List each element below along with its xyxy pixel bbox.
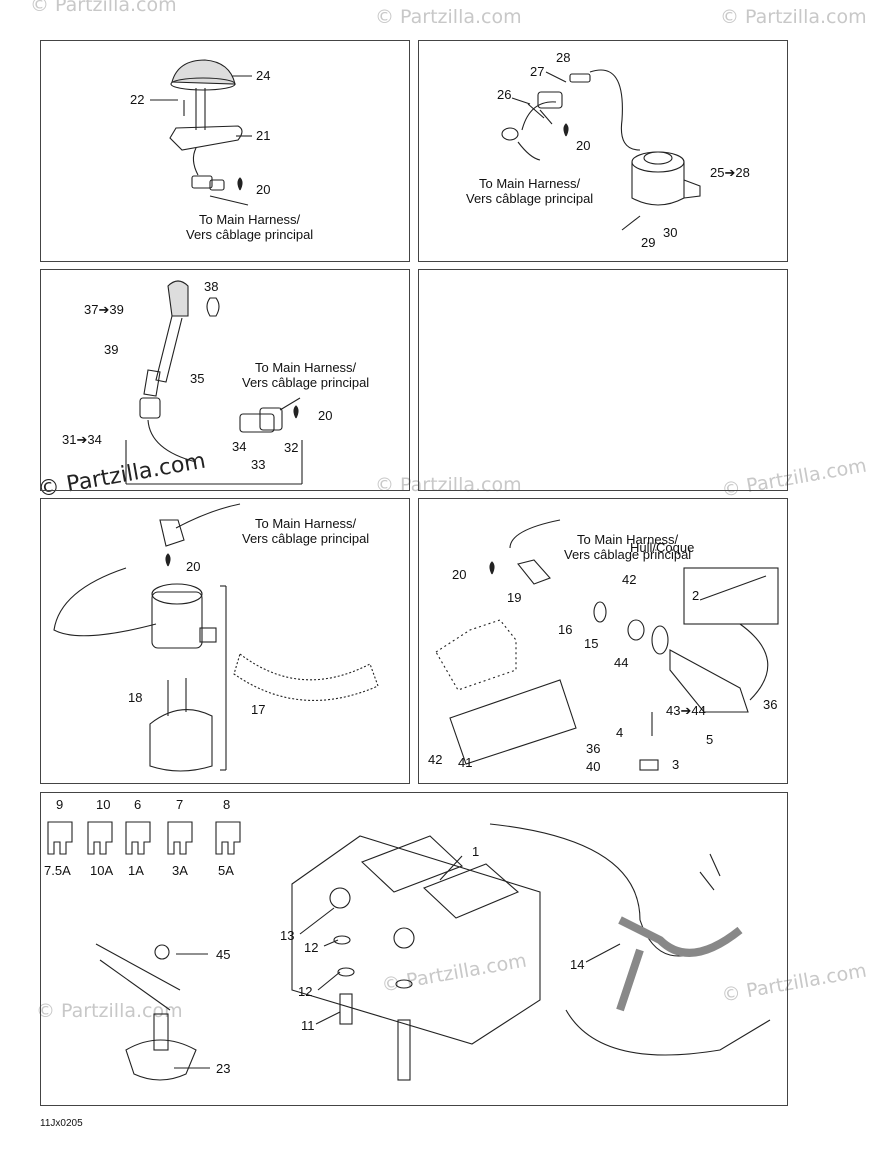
caption-line-en: To Main Harness/ (479, 176, 581, 191)
callout: 27 (530, 64, 545, 79)
callout: 25➔28 (710, 165, 750, 180)
watermark: © Partzilla.com (30, 0, 177, 16)
callout: 42 (622, 572, 637, 587)
callout: 36 (763, 697, 778, 712)
callout: 30 (663, 225, 678, 240)
panel-1 (40, 40, 410, 262)
fuse-ref: 7 (176, 797, 184, 812)
hull-label: Hull/Coque (630, 540, 695, 555)
watermark: © Partzilla.com (375, 6, 522, 28)
callout: 43➔44 (666, 703, 706, 718)
callout: 35 (190, 371, 205, 386)
fuse-rating: 3A (172, 863, 188, 878)
callout: 40 (586, 759, 601, 774)
callout: 38 (204, 279, 219, 294)
callout: 34 (232, 439, 247, 454)
callout: 17 (251, 702, 266, 717)
callout: 23 (216, 1061, 231, 1076)
callout: 11 (301, 1018, 315, 1033)
callout: 3 (672, 757, 680, 772)
fuse-rating: 5A (218, 863, 234, 878)
callout: 5 (706, 732, 714, 747)
caption-line-fr: Vers câblage principal (466, 191, 594, 206)
callout: 33 (251, 457, 266, 472)
caption-line-fr: Vers câblage principal (564, 547, 692, 562)
harness-caption: To Main Harness/ Vers câblage principal (242, 516, 369, 546)
panel-4-empty (418, 269, 788, 491)
callout: 12 (298, 984, 313, 999)
fuse-ref: 6 (134, 797, 142, 812)
callout: 44 (614, 655, 629, 670)
panel-5 (40, 498, 410, 784)
callout: 20 (186, 559, 201, 574)
watermark: © Partzilla.com (36, 1000, 183, 1022)
callout: 22 (130, 92, 145, 107)
caption-line-en: To Main Harness/ (577, 532, 679, 547)
caption-line-en: To Main Harness/ (255, 360, 357, 375)
callout: 2 (692, 588, 700, 603)
caption-line-fr: Vers câblage principal (186, 227, 314, 242)
callout: 39 (104, 342, 119, 357)
harness-caption: To Main Harness/ Vers câblage principal (242, 360, 369, 390)
callout: 36 (586, 741, 601, 756)
harness-caption: To Main Harness/ Vers câblage principal (564, 532, 691, 562)
fuse-ref: 8 (223, 797, 231, 812)
callout: 42 (428, 752, 443, 767)
callout: 20 (256, 182, 271, 197)
callout: 15 (584, 636, 599, 651)
callout: 16 (558, 622, 573, 637)
watermark: © Partzilla.com (720, 6, 867, 28)
caption-line-fr: Vers câblage principal (242, 531, 370, 546)
callout: 18 (128, 690, 143, 705)
fuse-rating: 7.5A (44, 863, 71, 878)
callout: 32 (284, 440, 299, 455)
callout: 20 (318, 408, 333, 423)
fuse-ref: 10 (96, 797, 111, 812)
harness-caption: To Main Harness/ Vers câblage principal (466, 176, 593, 206)
callout: 37➔39 (84, 302, 124, 317)
callout: 26 (497, 87, 512, 102)
callout: 24 (256, 68, 271, 83)
callout: 14 (570, 957, 585, 972)
callout: 31➔34 (62, 432, 102, 447)
callout: 12 (304, 940, 319, 955)
callout: 29 (641, 235, 656, 250)
panel-6 (418, 498, 788, 784)
callout: 20 (452, 567, 467, 582)
fuse-rating: 1A (128, 863, 144, 878)
callout: 1 (472, 844, 480, 859)
callout: 45 (216, 947, 231, 962)
panel-2 (418, 40, 788, 262)
callout: 20 (576, 138, 591, 153)
drawing-code: 11Jx0205 (40, 1118, 83, 1129)
panel-3 (40, 269, 410, 491)
harness-caption: To Main Harness/ Vers câblage principal (186, 212, 313, 242)
caption-line-fr: Vers câblage principal (242, 375, 370, 390)
callout: 21 (256, 128, 271, 143)
callout: 28 (556, 50, 571, 65)
caption-line-en: To Main Harness/ (255, 516, 357, 531)
callout: 4 (616, 725, 624, 740)
fuse-ref: 9 (56, 797, 64, 812)
callout: 13 (280, 928, 295, 943)
callout: 19 (507, 590, 522, 605)
caption-line-en: To Main Harness/ (199, 212, 301, 227)
panel-7 (40, 792, 788, 1106)
fuse-rating: 10A (90, 863, 114, 878)
callout: 41 (458, 755, 473, 770)
